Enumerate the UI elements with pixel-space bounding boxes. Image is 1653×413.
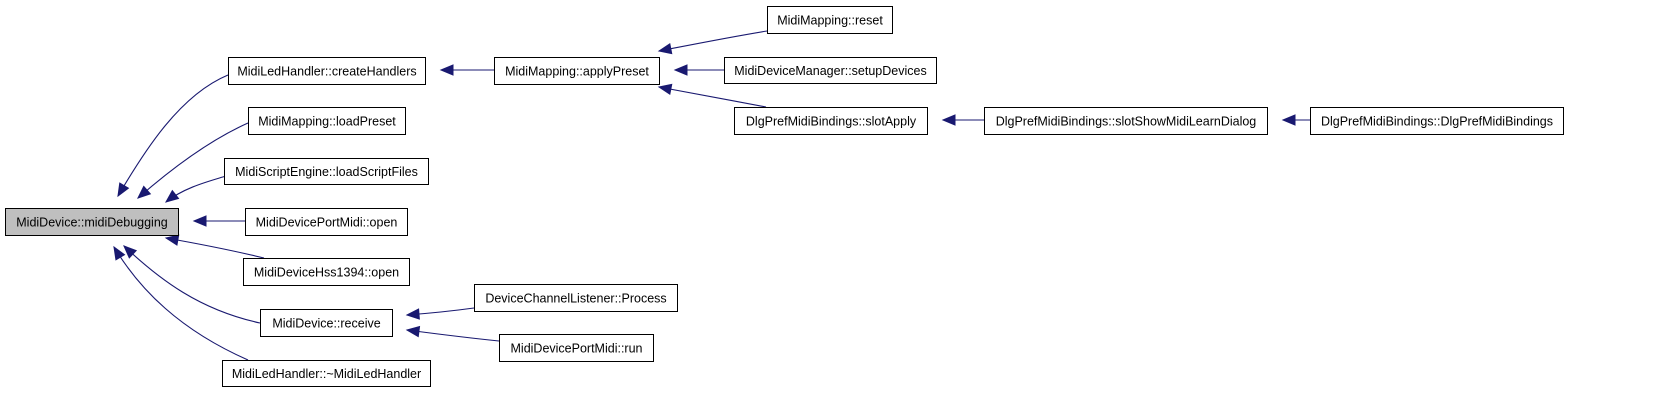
call-edge-arrowhead: [113, 245, 126, 261]
function-node-box: [1310, 107, 1564, 135]
function-node[interactable]: DlgPrefMidiBindings::slotApply: [734, 107, 928, 135]
function-node-label: MidiDeviceManager::setupDevices: [734, 64, 926, 78]
call-edge: [192, 215, 245, 227]
call-edge-arrowhead: [1281, 114, 1296, 126]
call-edge: [673, 64, 724, 76]
root-function-node[interactable]: MidiDevice::midiDebugging: [5, 208, 179, 236]
function-node[interactable]: MidiDevicePortMidi::open: [245, 208, 408, 236]
call-edge-arrowhead: [137, 185, 152, 199]
function-node-box: [724, 57, 937, 84]
function-node[interactable]: MidiLedHandler::createHandlers: [228, 57, 426, 85]
function-node[interactable]: MidiDevice::receive: [260, 309, 393, 337]
call-edge-arrowhead: [657, 83, 673, 96]
call-edge-arrowhead: [405, 308, 420, 320]
function-node-box: [474, 284, 678, 312]
function-node-box: [228, 57, 426, 85]
function-node-label: DeviceChannelListener::Process: [485, 292, 666, 306]
function-node[interactable]: MidiMapping::loadPreset: [248, 107, 406, 135]
function-node[interactable]: MidiMapping::applyPreset: [494, 57, 660, 85]
call-edge: [657, 30, 768, 55]
function-node[interactable]: MidiDevicePortMidi::run: [499, 334, 654, 362]
call-edge-line: [658, 30, 768, 52]
call-edge-line: [406, 329, 500, 342]
function-node[interactable]: DlgPrefMidiBindings::slotShowMidiLearnDi…: [984, 107, 1268, 135]
call-edge: [113, 245, 249, 361]
function-node[interactable]: MidiLedHandler::~MidiLedHandler: [222, 360, 431, 387]
function-node[interactable]: MidiMapping::reset: [767, 6, 893, 34]
function-node-box: [494, 57, 660, 85]
function-node-label: MidiMapping::loadPreset: [258, 115, 396, 129]
call-edge-line: [113, 246, 249, 361]
call-edge: [941, 114, 984, 126]
call-edge-arrowhead: [405, 325, 421, 338]
call-edge: [405, 307, 475, 320]
call-edge: [123, 245, 261, 324]
call-edge: [1281, 114, 1310, 126]
function-node[interactable]: MidiDeviceHss1394::open: [243, 258, 410, 286]
call-graph-nodes: MidiDevice::midiDebuggingMidiLedHandler:…: [5, 6, 1564, 387]
function-node-box: [734, 107, 928, 135]
function-node-label: MidiDevice::receive: [272, 317, 380, 331]
function-node-box: [5, 208, 179, 236]
call-edge-line: [123, 245, 261, 324]
function-node-label: MidiMapping::applyPreset: [505, 65, 649, 79]
call-edge-arrowhead: [164, 189, 180, 203]
function-node-label: MidiScriptEngine::loadScriptFiles: [235, 165, 418, 179]
function-node-label: DlgPrefMidiBindings::slotApply: [746, 115, 917, 129]
call-edge: [405, 325, 500, 342]
function-node-label: MidiMapping::reset: [777, 14, 883, 28]
call-graph: MidiDevice::midiDebuggingMidiLedHandler:…: [5, 6, 1564, 387]
call-edge: [137, 122, 249, 199]
call-edge-arrowhead: [439, 64, 454, 76]
call-edge-arrowhead: [673, 64, 688, 76]
call-edge: [657, 83, 767, 108]
function-node[interactable]: DeviceChannelListener::Process: [474, 284, 678, 312]
function-node-box: [767, 6, 893, 34]
function-node-box: [984, 107, 1268, 135]
call-edge-arrowhead: [117, 182, 130, 198]
function-node-label: DlgPrefMidiBindings::slotShowMidiLearnDi…: [996, 115, 1257, 129]
function-node-label: MidiDevicePortMidi::open: [256, 216, 398, 230]
call-edge: [439, 64, 494, 76]
call-graph-edges: [113, 30, 1310, 361]
function-node-label: MidiDeviceHss1394::open: [254, 266, 399, 280]
call-edge-arrowhead: [192, 215, 207, 227]
call-edge: [164, 234, 265, 259]
call-edge-line: [165, 237, 265, 259]
function-node[interactable]: MidiDeviceManager::setupDevices: [724, 57, 937, 84]
call-edge-arrowhead: [941, 114, 956, 126]
function-node-box: [245, 208, 408, 236]
function-node-box: [222, 360, 431, 387]
function-node-box: [248, 107, 406, 135]
function-node-box: [243, 258, 410, 286]
call-edge: [164, 175, 227, 203]
function-node[interactable]: DlgPrefMidiBindings::DlgPrefMidiBindings: [1310, 107, 1564, 135]
call-edge-line: [658, 86, 767, 108]
function-node-label: MidiDevice::midiDebugging: [16, 216, 168, 230]
call-edge-line: [117, 74, 229, 197]
function-node[interactable]: MidiScriptEngine::loadScriptFiles: [224, 158, 429, 185]
call-edge-line: [137, 122, 249, 199]
call-edge-arrowhead: [657, 42, 673, 55]
function-node-box: [499, 334, 654, 362]
call-edge-arrowhead: [123, 245, 138, 259]
function-node-box: [224, 158, 429, 185]
function-node-box: [260, 309, 393, 337]
function-node-label: DlgPrefMidiBindings::DlgPrefMidiBindings: [1321, 115, 1553, 129]
function-node-label: MidiLedHandler::createHandlers: [237, 65, 416, 79]
call-edge-arrowhead: [164, 234, 180, 246]
function-node-label: MidiLedHandler::~MidiLedHandler: [232, 367, 421, 381]
function-node-label: MidiDevicePortMidi::run: [511, 342, 643, 356]
call-edge: [117, 74, 229, 198]
